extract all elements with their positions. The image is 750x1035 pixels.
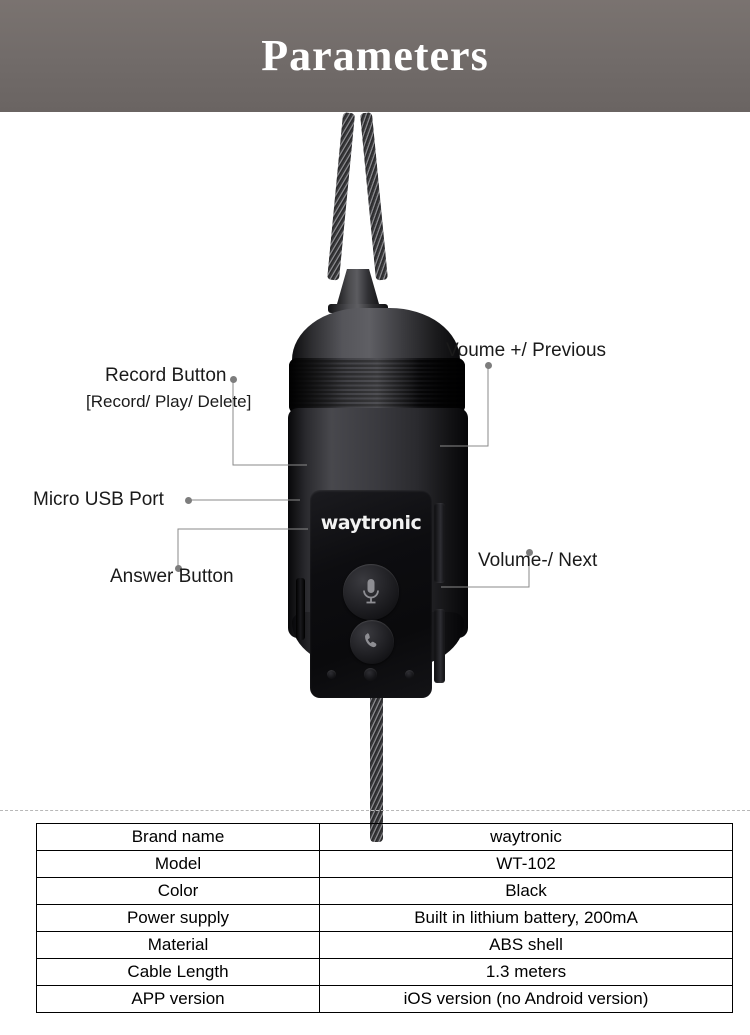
spec-value: ABS shell xyxy=(319,931,733,959)
spec-key: Model xyxy=(36,850,320,878)
callout-volume-up-label: Voume +/ Previous xyxy=(446,340,607,361)
table-row: Power supply Built in lithium battery, 2… xyxy=(36,904,733,932)
micro-usb-port xyxy=(296,578,305,640)
spec-value: waytronic xyxy=(319,823,733,851)
table-row: Color Black xyxy=(36,877,733,905)
spec-value: Black xyxy=(319,877,733,905)
section-divider xyxy=(0,810,750,811)
indicator-hole-left xyxy=(327,670,336,679)
callout-record-label: Record Button xyxy=(105,365,227,386)
micro-usb-callout-dot xyxy=(185,497,192,504)
answer-callout-dot xyxy=(175,565,182,572)
callout-answer-label: Answer Button xyxy=(110,566,234,587)
callout-leader-lines xyxy=(177,365,530,588)
record-button[interactable] xyxy=(343,564,399,620)
record-callout-dot xyxy=(230,376,237,383)
spec-value: WT-102 xyxy=(319,850,733,878)
answer-button[interactable] xyxy=(350,620,394,664)
volume-up-callout-dot xyxy=(485,362,492,369)
volume-up-button[interactable] xyxy=(434,503,445,583)
product-illustration: waytronic xyxy=(0,112,750,842)
specification-table: Brand name waytronic Model WT-102 Color … xyxy=(36,823,733,1013)
indicator-hole-right xyxy=(405,670,414,679)
table-row: Cable Length 1.3 meters xyxy=(36,958,733,986)
table-row: Material ABS shell xyxy=(36,931,733,959)
table-row: APP version iOS version (no Android vers… xyxy=(36,985,733,1013)
table-row: Model WT-102 xyxy=(36,850,733,878)
table-row: Brand name waytronic xyxy=(36,823,733,851)
brand-logo: waytronic xyxy=(320,512,422,534)
device-ribbed-band xyxy=(289,358,465,414)
spec-key: Power supply xyxy=(36,904,320,932)
spec-key: Brand name xyxy=(36,823,320,851)
microphone-icon xyxy=(363,579,379,604)
spec-key: Cable Length xyxy=(36,958,320,986)
page-header: Parameters xyxy=(0,0,750,112)
callout-micro-usb-label: Micro USB Port xyxy=(33,489,164,510)
indicator-hole-center xyxy=(364,668,377,681)
spec-value: 1.3 meters xyxy=(319,958,733,986)
specification-table-body: Brand name waytronic Model WT-102 Color … xyxy=(36,823,733,1013)
callout-volume-down-label: Volume-/ Next xyxy=(478,550,598,571)
spec-key: Color xyxy=(36,877,320,905)
spec-value: Built in lithium battery, 200mA xyxy=(319,904,733,932)
spec-key: APP version xyxy=(36,985,320,1013)
callout-record-sublabel: [Record/ Play/ Delete] xyxy=(86,392,252,411)
spec-key: Material xyxy=(36,931,320,959)
spec-value: iOS version (no Android version) xyxy=(319,985,733,1013)
page-title: Parameters xyxy=(261,31,489,80)
volume-down-callout-dot xyxy=(526,549,533,556)
phone-handset-icon xyxy=(365,633,377,648)
volume-down-button[interactable] xyxy=(434,609,445,683)
